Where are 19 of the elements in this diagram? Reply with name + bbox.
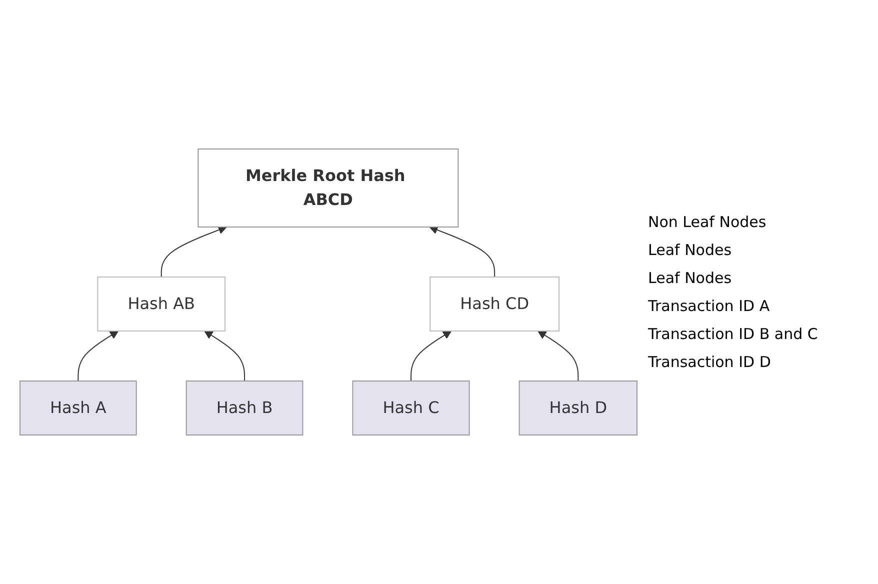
note-label: Leaf Nodes xyxy=(648,241,733,259)
note-label: Transaction ID B and C xyxy=(648,325,819,343)
node-box: Merkle Root Hash ABCD xyxy=(198,148,460,228)
note-label: Non Leaf Nodes xyxy=(648,213,768,231)
arrow xyxy=(204,330,246,382)
arrow xyxy=(161,226,228,278)
arrow xyxy=(78,330,120,382)
arrow xyxy=(430,226,496,278)
node-box: Hash AB xyxy=(98,276,226,332)
node-box: Hash D xyxy=(519,380,638,436)
note-label: Transaction ID A xyxy=(648,297,771,315)
node-box: Hash CD xyxy=(430,276,560,332)
note-label: Leaf Nodes xyxy=(648,269,733,287)
node-box: Hash A xyxy=(20,380,138,436)
arrow xyxy=(411,330,452,382)
note-label: Transaction ID D xyxy=(648,353,772,371)
node-box: Hash C xyxy=(352,380,470,436)
arrow xyxy=(538,330,580,382)
node-box: Hash B xyxy=(186,380,304,436)
